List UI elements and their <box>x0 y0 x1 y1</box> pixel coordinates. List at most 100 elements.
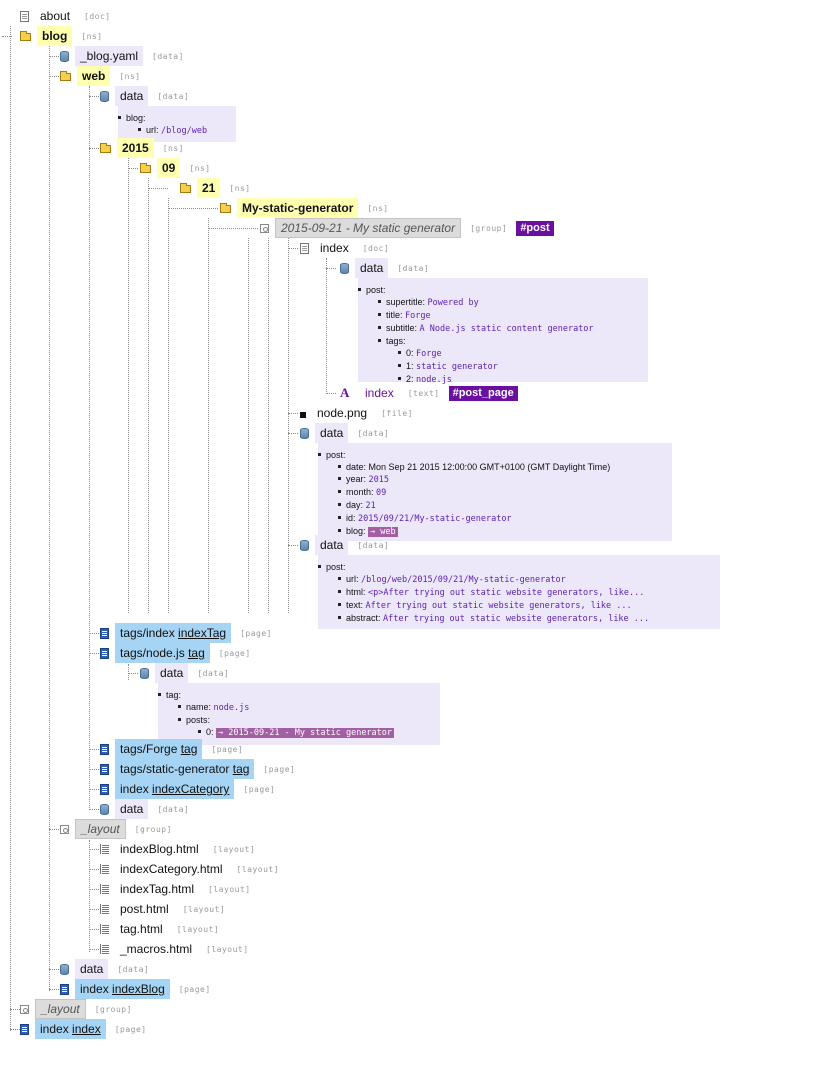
template-link[interactable]: indexTag <box>178 626 227 640</box>
tree-node-web-data2[interactable]: data [data] <box>100 799 189 819</box>
node-label[interactable]: tags/static-generator tag <box>115 759 255 779</box>
tree-node-blog-data[interactable]: data [data] <box>60 959 149 979</box>
node-label[interactable]: data <box>315 535 349 555</box>
tree-node-layout-indextag[interactable]: indexTag.html [layout] <box>100 879 251 899</box>
node-kind: [page] <box>263 764 296 774</box>
template-link[interactable]: indexCategory <box>152 782 230 796</box>
tree-node-09[interactable]: 09 [ns] <box>140 158 211 178</box>
data-value: Forge <box>405 311 431 321</box>
document-icon <box>20 10 29 22</box>
node-label[interactable]: tag.html <box>120 922 163 936</box>
database-icon <box>300 539 309 551</box>
template-link[interactable]: tag <box>232 762 250 776</box>
tree-node-tag-data[interactable]: data [data] <box>140 663 229 683</box>
node-label[interactable]: data <box>155 663 189 683</box>
data-key: url: <box>346 574 359 584</box>
node-label[interactable]: data <box>115 86 149 106</box>
tree-node-layout-macros[interactable]: _macros.html [layout] <box>100 939 249 959</box>
template-link[interactable]: index <box>72 1022 101 1036</box>
tree-node-blog-yaml[interactable]: _blog.yaml [data] <box>60 46 184 66</box>
tree-node-blog-layout[interactable]: _layout [group] <box>60 819 172 839</box>
data-value: Mon Sep 21 2015 12:00:00 GMT+0100 (GMT D… <box>368 462 611 472</box>
tree-node-node-png[interactable]: node.png [file] <box>300 403 413 423</box>
node-label[interactable]: 2015-09-21 - My static generator <box>275 218 462 238</box>
tree-node-blog-index[interactable]: index indexBlog [page] <box>60 979 211 999</box>
tree-node-tags-nodejs[interactable]: tags/node.js tag [page] <box>100 643 251 663</box>
tree-node-web-data[interactable]: data [data] <box>100 86 189 106</box>
node-label[interactable]: tags/index indexTag <box>115 623 232 643</box>
node-label[interactable]: 2015 <box>117 138 154 158</box>
tree-node-tags-index[interactable]: tags/index indexTag [page] <box>100 623 272 643</box>
node-label[interactable]: data <box>115 799 149 819</box>
page-path: tags/index <box>120 626 175 640</box>
tree-node-blog[interactable]: blog [ns] <box>20 26 103 46</box>
document-icon <box>300 242 309 254</box>
node-label[interactable]: tags/Forge tag <box>115 739 203 759</box>
data-value: 2015 <box>368 475 390 485</box>
tree-node-layout-indexblog[interactable]: indexBlog.html [layout] <box>100 839 255 859</box>
data-key: 0: <box>406 348 414 358</box>
database-icon <box>60 963 69 975</box>
node-kind: [doc] <box>362 243 390 253</box>
data-key: title: <box>386 310 403 320</box>
data-value: Forge <box>416 349 442 359</box>
ref-link[interactable]: → 2015-09-21 - My static generator <box>216 728 395 738</box>
node-label[interactable]: data <box>315 423 349 443</box>
tree-node-layout-tag[interactable]: tag.html [layout] <box>100 919 219 939</box>
node-label[interactable]: post.html <box>120 902 169 916</box>
node-label[interactable]: index indexCategory <box>115 779 235 799</box>
node-label[interactable]: _macros.html <box>120 942 193 956</box>
node-label[interactable]: data <box>355 258 389 278</box>
node-label[interactable]: My-static-generator <box>237 198 359 218</box>
tree-node-web-index[interactable]: index indexCategory [page] <box>100 779 275 799</box>
node-label[interactable]: index indexBlog <box>75 979 170 999</box>
ref-link[interactable]: → web <box>368 527 398 537</box>
tree-node-21[interactable]: 21 [ns] <box>180 178 251 198</box>
node-label[interactable]: node.png <box>317 406 368 420</box>
tree-node-root-index[interactable]: index index [page] <box>20 1019 147 1039</box>
tree-node-index-data[interactable]: data [data] <box>340 258 429 278</box>
tree-node-about[interactable]: about [doc] <box>20 6 111 26</box>
node-kind: [layout] <box>212 844 256 854</box>
node-label[interactable]: _layout <box>75 819 126 839</box>
tree-node-index-doc[interactable]: index [doc] <box>300 238 389 258</box>
tree-node-data-b[interactable]: data [data] <box>300 535 389 555</box>
node-label[interactable]: _layout <box>35 999 86 1019</box>
data-key: id: <box>346 513 356 523</box>
tree-node-layout-indexcategory[interactable]: indexCategory.html [layout] <box>100 859 279 879</box>
tree-node-index-text[interactable]: A index [text] #post_page <box>340 383 518 403</box>
node-label[interactable]: _blog.yaml <box>75 46 144 66</box>
tree-node-layout-post[interactable]: post.html [layout] <box>100 899 225 919</box>
node-label[interactable]: 21 <box>197 178 221 198</box>
tree-node-data-a[interactable]: data [data] <box>300 423 389 443</box>
tree-node-tags-forge[interactable]: tags/Forge tag [page] <box>100 739 243 759</box>
tag-badge-post[interactable]: #post <box>516 220 554 236</box>
node-kind: [ns] <box>119 71 141 81</box>
template-link[interactable]: tag <box>180 742 198 756</box>
data-key: 0: <box>206 727 214 737</box>
node-label[interactable]: index <box>365 386 394 400</box>
node-label[interactable]: tags/node.js tag <box>115 643 210 663</box>
template-link[interactable]: tag <box>188 646 205 660</box>
node-label[interactable]: index index <box>35 1019 106 1039</box>
data-value: After trying out static website generato… <box>365 601 632 611</box>
tag-badge-post-page[interactable]: #post_page <box>448 385 518 401</box>
node-label[interactable]: blog <box>37 26 73 46</box>
node-label[interactable]: indexTag.html <box>120 882 195 896</box>
node-label[interactable]: indexBlog.html <box>120 842 199 856</box>
tree-node-tags-static-generator[interactable]: tags/static-generator tag [page] <box>100 759 295 779</box>
node-kind: [ns] <box>81 31 103 41</box>
tree-node-2015[interactable]: 2015 [ns] <box>100 138 184 158</box>
node-label[interactable]: 09 <box>157 158 181 178</box>
tree-node-root-layout[interactable]: _layout [group] <box>20 999 132 1019</box>
template-link[interactable]: indexBlog <box>112 982 165 996</box>
tree-node-post-group[interactable]: 2015-09-21 - My static generator [group]… <box>260 218 554 238</box>
node-label[interactable]: data <box>75 959 109 979</box>
data-value: A Node.js static content generator <box>419 324 594 334</box>
tree-node-my-static-generator[interactable]: My-static-generator [ns] <box>220 198 389 218</box>
node-label[interactable]: indexCategory.html <box>120 862 223 876</box>
node-label[interactable]: index <box>320 241 349 255</box>
tree-node-web[interactable]: web [ns] <box>60 66 141 86</box>
node-label[interactable]: web <box>77 66 111 86</box>
node-label[interactable]: about <box>40 9 71 23</box>
